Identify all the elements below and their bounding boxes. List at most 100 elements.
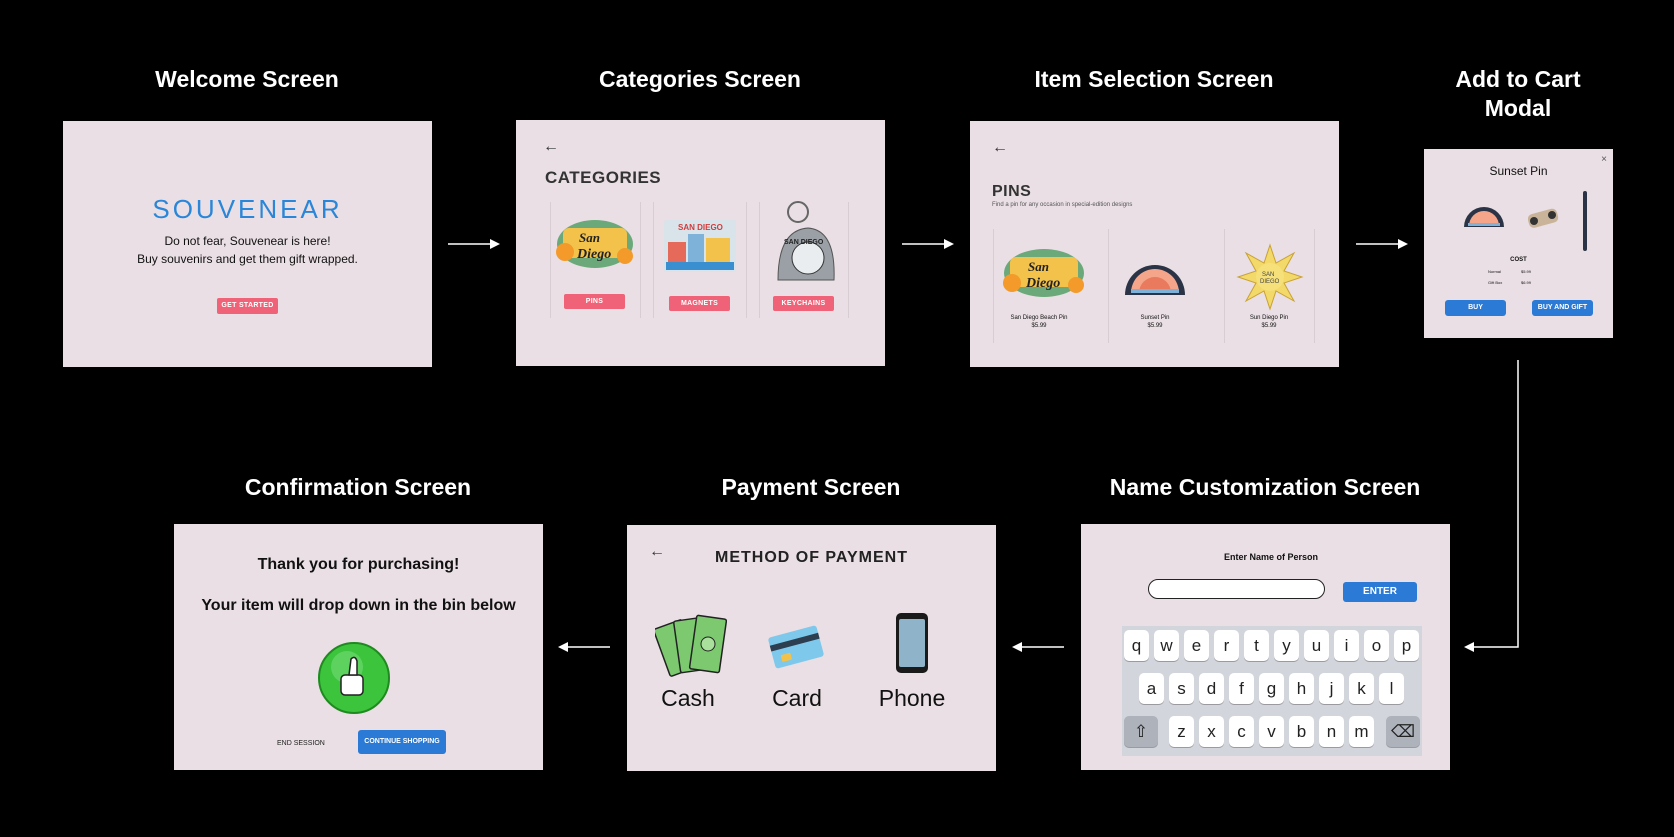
keychains-category-button[interactable]: KEYCHAINS [773, 296, 834, 311]
back-arrow-icon[interactable]: ← [649, 543, 665, 560]
pins-subtitle: Find a pin for any occasion in special-e… [992, 202, 1133, 208]
drop-down-message: Your item will drop down in the bin belo… [201, 597, 516, 614]
cash-label: Cash [661, 685, 715, 711]
key-i[interactable]: i [1334, 630, 1359, 661]
key-k[interactable]: k [1349, 673, 1374, 704]
item-name: San Diego Beach Pin [1010, 315, 1068, 321]
arrow-items-to-modal [1356, 239, 1408, 249]
normal-price-value: $5.99 [1521, 269, 1532, 274]
gift-box-price-label: Gift Box [1488, 280, 1503, 285]
category-card-pins[interactable]: San Diego PINS [550, 202, 641, 318]
key-v[interactable]: v [1259, 716, 1284, 747]
san-diego-pin-image: San Diego [556, 220, 633, 268]
key-x[interactable]: x [1199, 716, 1224, 747]
key-f[interactable]: f [1229, 673, 1254, 704]
item-price: $5.99 [1031, 323, 1047, 329]
name-input[interactable] [1148, 579, 1325, 599]
end-session-button[interactable]: END SESSION [277, 740, 325, 747]
shift-key-icon[interactable]: ⇧ [1124, 716, 1158, 747]
sunset-pin-back-image [1583, 191, 1587, 251]
item-price: $5.99 [1147, 323, 1163, 329]
delete-key-icon[interactable]: ⌫ [1386, 716, 1420, 747]
buy-and-gift-button[interactable]: BUY AND GIFT [1532, 300, 1593, 316]
categories-screen-title: Categories Screen [599, 66, 801, 92]
beach-pin-image-text-1: San [1028, 259, 1049, 274]
key-h[interactable]: h [1289, 673, 1314, 704]
payment-heading: METHOD OF PAYMENT [714, 549, 908, 566]
key-a[interactable]: a [1139, 673, 1164, 704]
gift-box-price-value: $6.99 [1521, 280, 1532, 285]
welcome-tagline-2: Buy souvenirs and get them gift wrapped. [137, 252, 358, 266]
key-r[interactable]: r [1214, 630, 1239, 661]
buy-button[interactable]: BUY [1445, 300, 1506, 316]
item-selection-screen: ← PINS Find a pin for any occasion in sp… [970, 121, 1339, 367]
thank-you-message: Thank you for purchasing! [257, 556, 460, 573]
name-customization-screen-title: Name Customization Screen [1109, 474, 1421, 500]
key-m[interactable]: m [1349, 716, 1374, 747]
payment-screen: ← METHOD OF PAYMENT Cash Card Phone [627, 525, 996, 771]
item-card-sunset-pin[interactable]: Sunset Pin $5.99 [1108, 229, 1225, 343]
magnet-image-text: SAN DIEGO [678, 223, 723, 232]
key-q[interactable]: q [1124, 630, 1149, 661]
category-card-keychains[interactable]: SAN DIEGO KEYCHAINS [759, 201, 849, 318]
beach-pin-image-text-2: Diego [1025, 276, 1060, 291]
magnets-category-button[interactable]: MAGNETS [669, 296, 730, 311]
magnet-image: SAN DIEGO [664, 220, 736, 272]
key-l[interactable]: l [1379, 673, 1404, 704]
key-o[interactable]: o [1364, 630, 1389, 661]
key-g[interactable]: g [1259, 673, 1284, 704]
phone-option[interactable]: Phone [870, 613, 954, 723]
cash-icon [655, 614, 727, 677]
item-selection-screen-title: Item Selection Screen [1034, 66, 1274, 92]
categories-heading: CATEGORIES [545, 168, 662, 187]
close-icon[interactable]: × [1601, 154, 1607, 165]
categories-screen: ← CATEGORIES San Diego PINS SAN DIEGO MA… [516, 120, 885, 366]
key-p[interactable]: p [1394, 630, 1419, 661]
arrow-welcome-to-categories [448, 239, 500, 249]
arrow-modal-to-name [1464, 360, 1519, 652]
key-j[interactable]: j [1319, 673, 1344, 704]
key-u[interactable]: u [1304, 630, 1329, 661]
key-w[interactable]: w [1154, 630, 1179, 661]
sun-pin-image-text-2: DIEGO [1260, 279, 1280, 285]
sun-pin-image-text-1: SAN [1262, 272, 1274, 278]
key-s[interactable]: s [1169, 673, 1194, 704]
welcome-screen: SOUVENEAR Do not fear, Souvenear is here… [63, 121, 432, 367]
thumbs-up-icon [318, 642, 390, 714]
key-y[interactable]: y [1274, 630, 1299, 661]
pins-category-button[interactable]: PINS [564, 294, 625, 309]
category-card-magnets[interactable]: SAN DIEGO MAGNETS [653, 202, 747, 318]
key-d[interactable]: d [1199, 673, 1224, 704]
modal-title: Sunset Pin [1489, 164, 1548, 178]
back-arrow-icon[interactable]: ← [543, 138, 559, 155]
key-z[interactable]: z [1169, 716, 1194, 747]
cost-label: COST [1510, 257, 1527, 263]
key-n[interactable]: n [1319, 716, 1344, 747]
confirmation-screen: Thank you for purchasing! Your item will… [174, 524, 543, 770]
item-card-sun-diego-pin[interactable]: SAN DIEGO Sun Diego Pin $5.99 [1224, 229, 1315, 343]
key-t[interactable]: t [1244, 630, 1269, 661]
cash-option[interactable]: Cash [645, 613, 731, 723]
add-to-cart-title-line1: Add to Cart [1455, 66, 1581, 92]
beach-pin-image: San Diego [1003, 249, 1084, 297]
confirmation-screen-title: Confirmation Screen [244, 474, 472, 500]
item-price: $5.99 [1261, 323, 1277, 329]
key-b[interactable]: b [1289, 716, 1314, 747]
pins-heading: PINS [992, 183, 1032, 200]
sunset-pin-image [1125, 265, 1185, 295]
back-arrow-icon[interactable]: ← [992, 139, 1008, 156]
phone-label: Phone [878, 685, 946, 711]
item-card-beach-pin[interactable]: San Diego San Diego Beach Pin $5.99 [993, 229, 1108, 343]
card-option[interactable]: Card [759, 613, 835, 723]
welcome-screen-title: Welcome Screen [155, 66, 339, 92]
continue-shopping-button[interactable]: CONTINUE SHOPPING [358, 730, 446, 754]
keychain-image: SAN DIEGO [777, 201, 835, 281]
key-c[interactable]: c [1229, 716, 1254, 747]
enter-button[interactable]: ENTER [1343, 582, 1417, 602]
key-e[interactable]: e [1184, 630, 1209, 661]
arrow-categories-to-items [902, 239, 954, 249]
get-started-button[interactable]: GET STARTED [217, 298, 278, 314]
arrow-name-to-payment [1012, 642, 1064, 652]
